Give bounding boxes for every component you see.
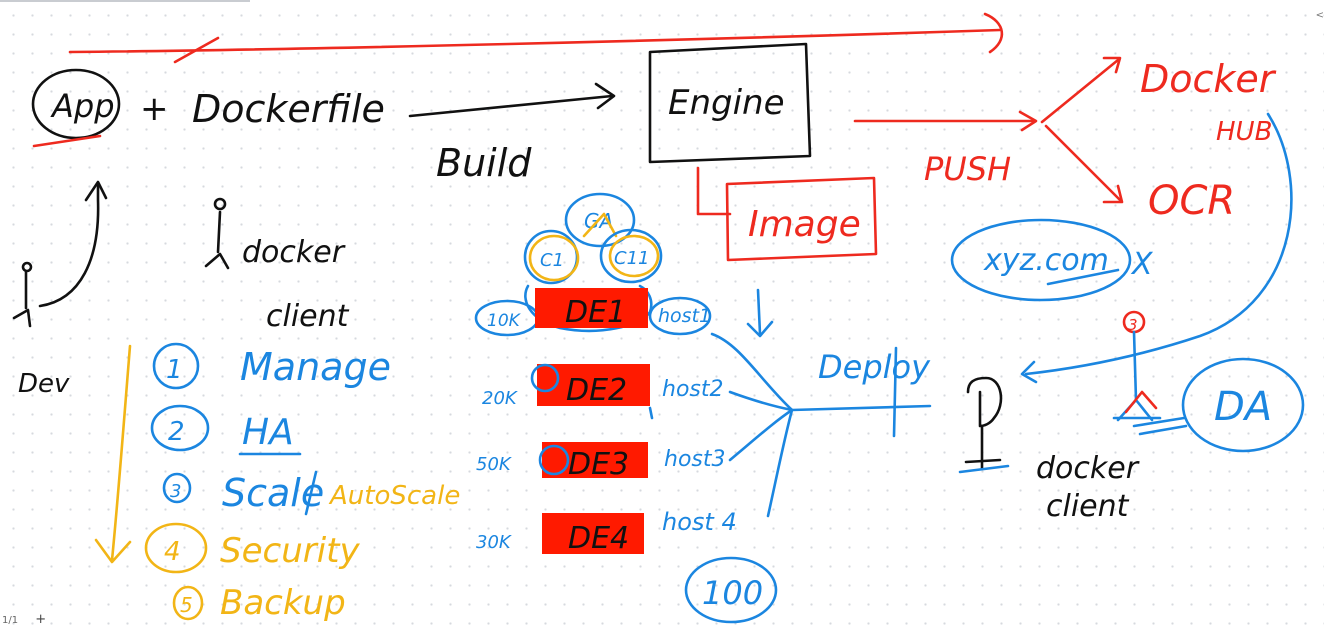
feature-list: 1 Manage 2 HA 3 Scale AutoScale 4 Securi… [144,342,460,623]
ocr-label: OCR [1148,178,1235,224]
svg-text:2: 2 [168,417,185,447]
feature-manage: Manage [240,345,391,389]
engine-row-1: 10K DE1 host1 [474,288,712,337]
right-docker-client-icon [958,376,1010,474]
right-client-label: client [1046,489,1130,524]
svg-text:20K: 20K [482,388,518,409]
svg-text:3: 3 [170,481,181,502]
svg-text:3: 3 [1128,316,1138,334]
engine-row-2: 20K DE2 host2 [482,363,724,409]
add-page-button[interactable]: + [35,612,47,627]
svg-text:host 4: host 4 [662,508,737,536]
collapse-chevron-icon[interactable]: < [1315,10,1324,21]
push-label: PUSH [924,150,1011,188]
svg-text:10K: 10K [487,311,522,331]
svg-text:host3: host3 [664,447,726,472]
top-red-arrow [68,12,1004,64]
dockerfile-label: Dockerfile [192,87,385,131]
left-docker-client-icon [204,197,230,270]
hub-label: HUB [1216,117,1272,147]
cluster-circles: GA C1 C11 [523,192,663,333]
svg-text:DE4: DE4 [568,521,629,556]
svg-text:1: 1 [166,355,183,385]
svg-text:C1: C1 [540,250,564,271]
top-toolbar-edge [0,0,250,2]
svg-text:50K: 50K [476,454,512,475]
image-label: Image [748,204,861,245]
svg-text:30K: 30K [476,532,512,553]
hundred-node: 100 [684,556,778,624]
left-client-label: client [266,299,350,334]
list-bracket-arrow [94,344,132,564]
svg-text:4: 4 [164,537,181,567]
xyz-node: xyz.com X [950,218,1154,302]
dev-label: Dev [18,369,70,399]
hub-to-client-arrow [1020,112,1293,384]
svg-text:DE2: DE2 [566,373,627,408]
engine-label: Engine [668,83,785,123]
plus-sign: + [140,89,169,129]
engine-row-3: 50K DE3 host3 [476,442,726,482]
svg-text:DE1: DE1 [565,295,626,330]
push-arrows [853,56,1124,204]
feature-backup: Backup [220,583,346,623]
feature-security: Security [220,531,360,571]
svg-text:100: 100 [702,574,763,612]
feature-autoscale: AutoScale [328,481,460,511]
image-box: Image [696,166,878,262]
page-indicator: 1/1 + [0,613,62,627]
deploy-underline [892,346,898,438]
right-docker-label: docker [1036,451,1140,486]
svg-text:host2: host2 [662,377,724,402]
app-node: App [31,68,121,148]
feature-scale: Scale [222,471,324,515]
app-label: App [50,87,115,125]
build-label: Build [436,141,532,185]
da-node: DA [1181,357,1305,453]
svg-text:5: 5 [180,593,193,617]
da-label: DA [1214,384,1272,430]
deploy-label: Deploy [818,348,931,386]
feature-ha: HA [242,412,294,453]
dev-figure-icon [12,180,108,328]
engine-box: Engine [648,42,812,164]
build-arrow [408,82,616,118]
person-3-icon: 3 [1112,310,1188,436]
down-arrow-icon [746,288,774,338]
page-number: 1/1 [2,615,19,626]
svg-text:host1: host1 [658,305,711,327]
svg-text:C11: C11 [614,248,649,269]
xyz-label: xyz.com [983,243,1109,278]
docker-hub-title: Docker [1140,57,1277,101]
left-docker-label: docker [242,235,346,270]
engine-row-4: 30K DE4 host 4 [476,508,737,556]
deploy-fan [648,332,932,518]
svg-text:DE3: DE3 [568,447,629,482]
x-mark: X [1130,247,1154,282]
